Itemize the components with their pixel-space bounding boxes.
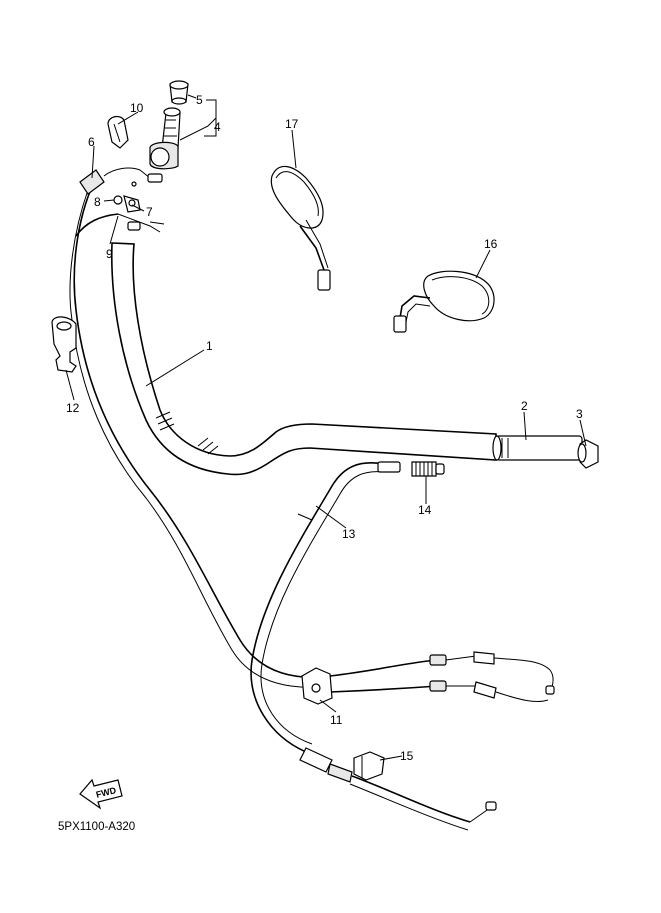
throttle-cable (69, 167, 331, 688)
callout-17: 17 (285, 117, 299, 131)
callout-7: 7 (146, 205, 153, 219)
throttle-grip-cap (169, 80, 189, 105)
clamp (107, 115, 129, 149)
cable-bundle (329, 651, 555, 703)
callout-15: 15 (400, 749, 414, 763)
callout-3: 3 (576, 407, 583, 421)
diagram-code: 5PX1100-A320 (58, 821, 135, 833)
callout-numbers: 1 2 3 4 5 6 7 8 9 10 11 12 13 14 15 16 1… (66, 93, 583, 763)
callout-11: 11 (330, 713, 343, 727)
callout-2: 2 (521, 399, 528, 413)
callout-5: 5 (196, 93, 203, 107)
throttle-cable-return (75, 213, 165, 237)
callout-16: 16 (484, 237, 498, 251)
callout-1: 1 (206, 339, 213, 353)
rear-view-mirror-left (270, 165, 331, 291)
callout-6: 6 (88, 135, 95, 149)
holder (353, 751, 385, 781)
screw (113, 195, 123, 205)
fwd-label: FWD (95, 785, 118, 800)
cable-guide (301, 667, 333, 705)
fwd-arrow: FWD (79, 778, 123, 810)
throttle-grip-assy (149, 107, 181, 170)
grip (492, 435, 583, 461)
adjuster (411, 461, 445, 477)
cable-clip (123, 195, 141, 213)
callout-10: 10 (130, 101, 144, 115)
callout-14: 14 (418, 503, 432, 517)
cable-holder (51, 316, 77, 373)
callout-8: 8 (94, 195, 101, 209)
callout-4: 4 (214, 120, 221, 134)
grip-end (577, 439, 599, 469)
rear-view-mirror-right (393, 270, 495, 333)
leader-lines (65, 94, 587, 761)
callout-9: 9 (106, 247, 113, 261)
callout-13: 13 (342, 527, 356, 541)
callout-12: 12 (66, 401, 80, 415)
clutch-cable (250, 461, 497, 831)
